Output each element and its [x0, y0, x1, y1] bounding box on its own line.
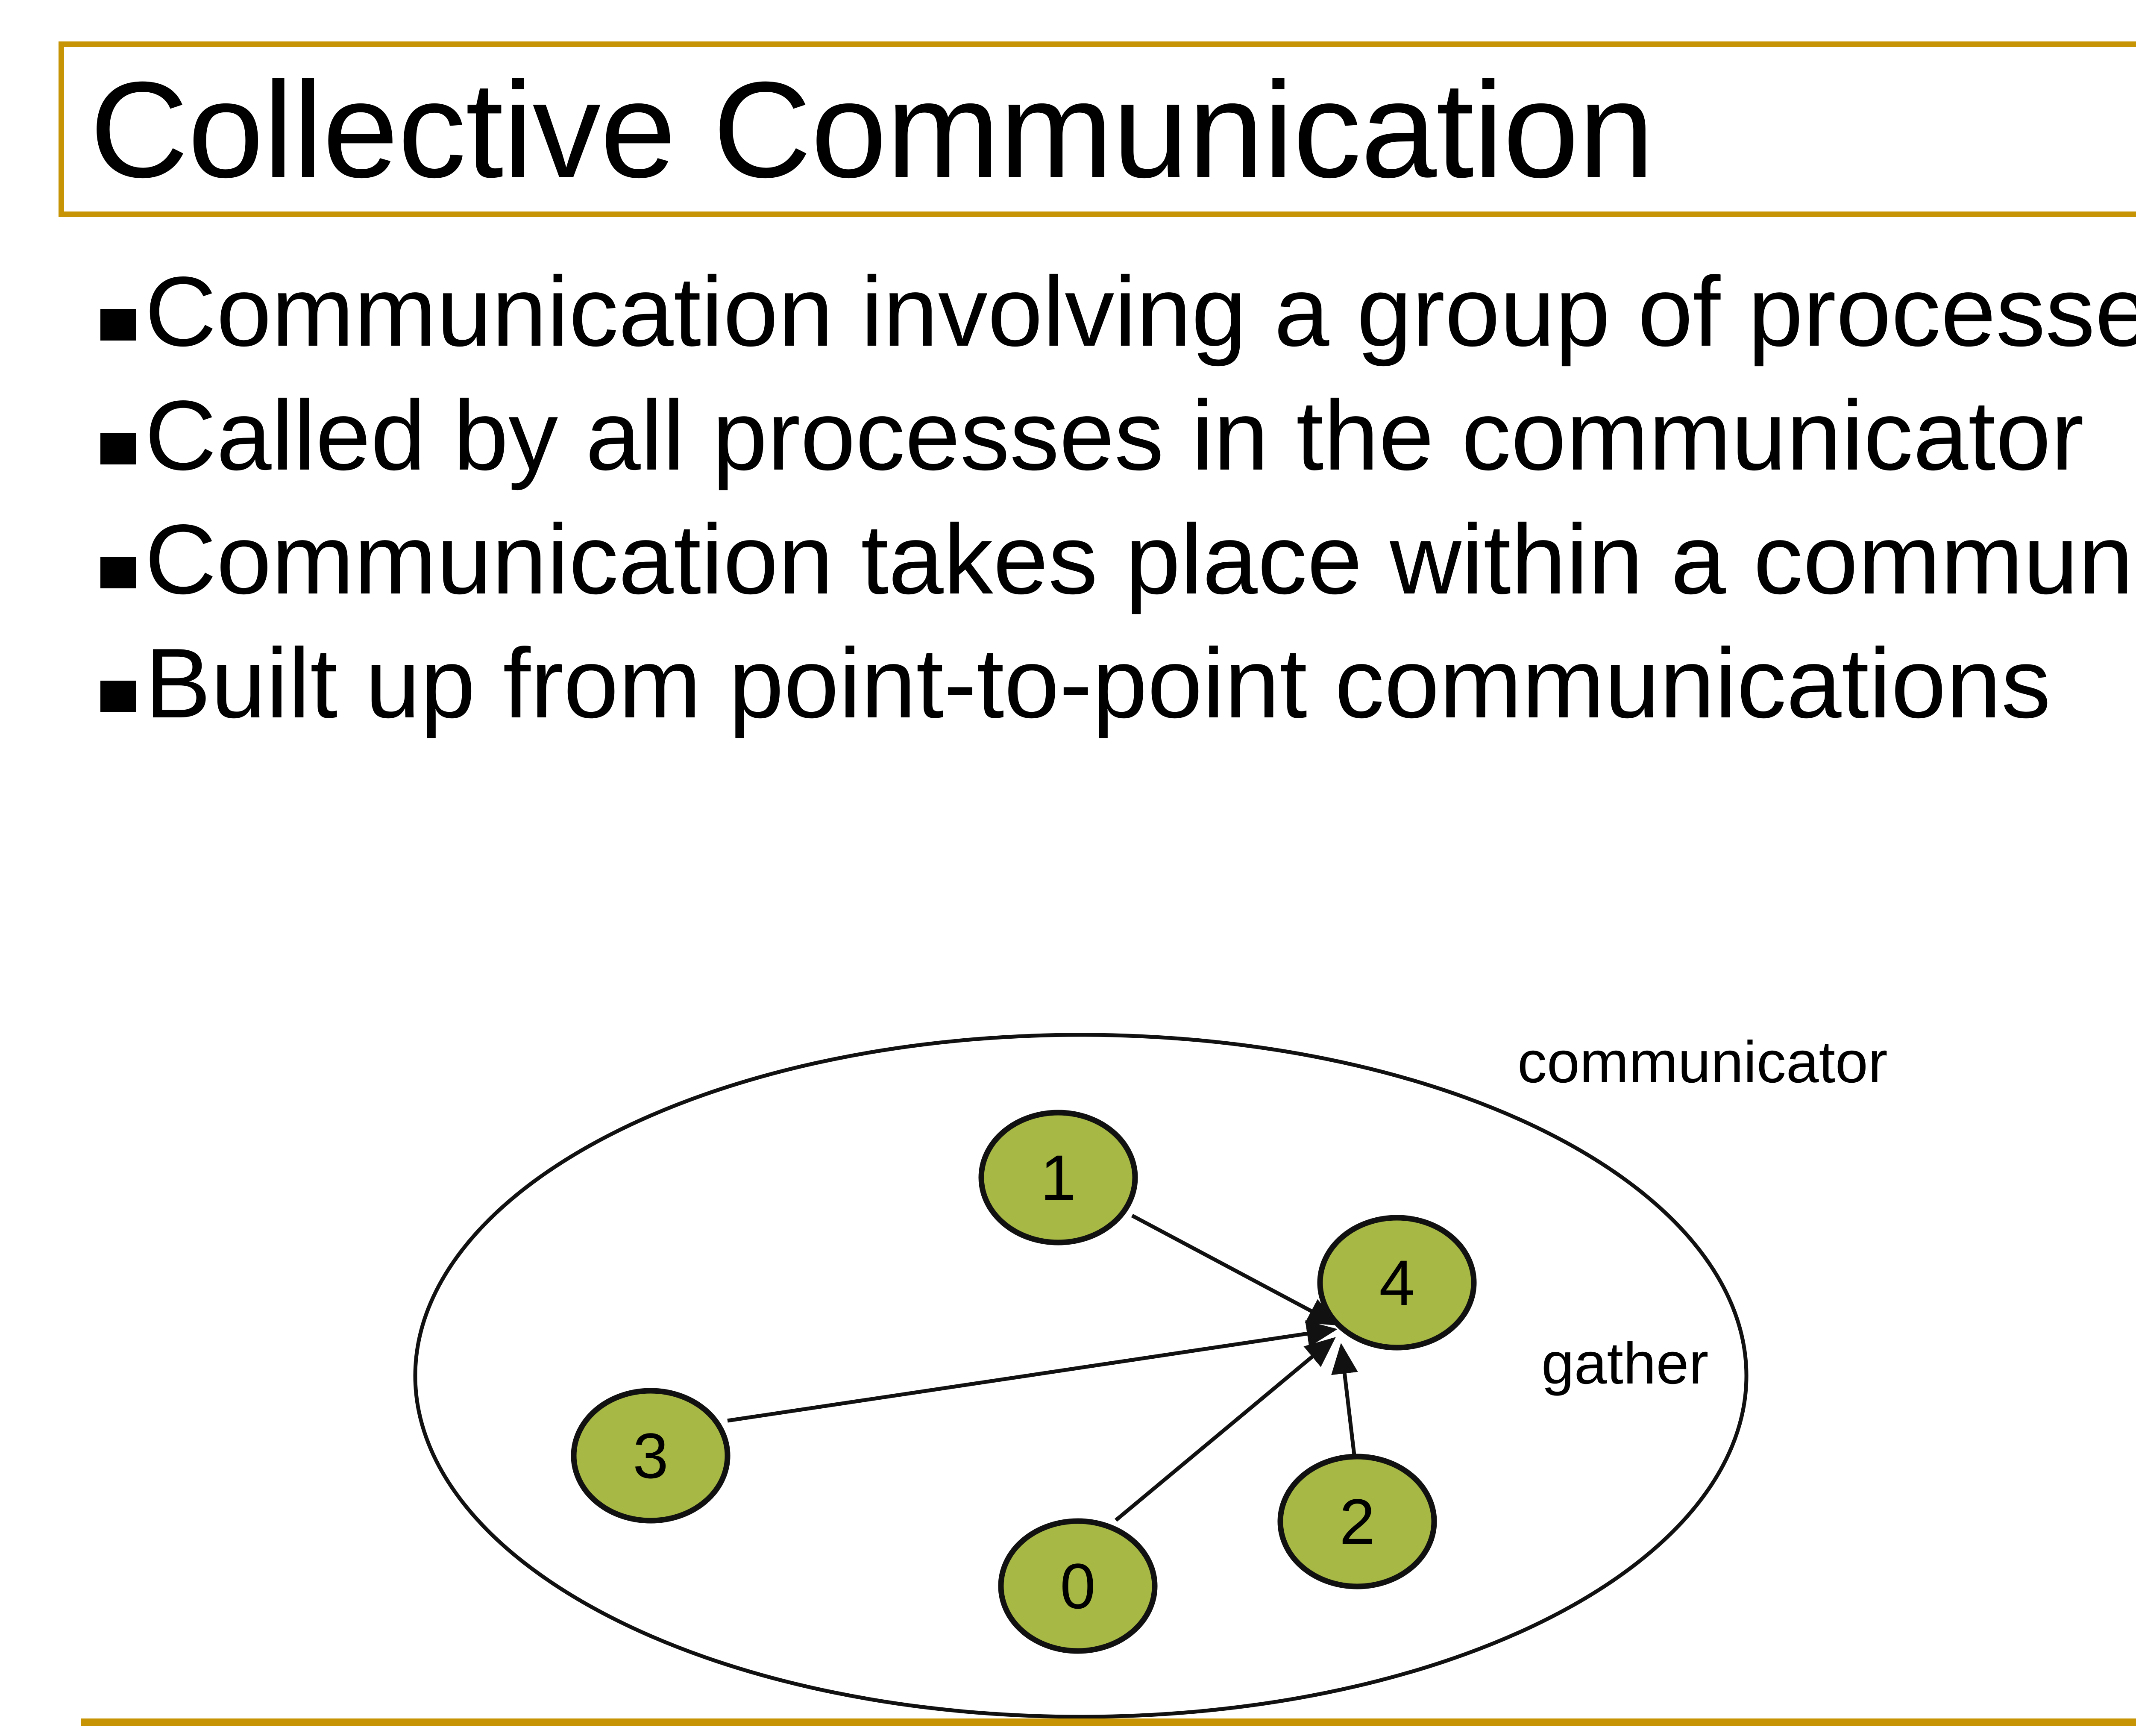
- bullet-list: Communication involving a group of proce…: [100, 250, 2136, 746]
- bullet-square-icon: [100, 681, 136, 713]
- gather-label: gather: [1541, 1331, 1708, 1396]
- process-node-2: [1277, 1454, 1437, 1589]
- arrow-2-to-4: [1331, 1343, 1358, 1455]
- process-node-4-label: 4: [1379, 1247, 1414, 1319]
- process-node-1: [978, 1110, 1138, 1245]
- process-node-1-label: 1: [1040, 1142, 1076, 1213]
- bullet-square-icon: [100, 309, 136, 341]
- process-node-0: [998, 1518, 1158, 1654]
- arrow-1-to-4: [1131, 1214, 1338, 1326]
- page-title: Collective Communication: [90, 53, 1654, 206]
- bullet-item: Communication involving a group of proce…: [100, 250, 2136, 374]
- title-box: Collective Communication: [59, 41, 2136, 217]
- communicator-ellipse: [413, 1033, 1749, 1719]
- process-node-2-label: 2: [1339, 1486, 1375, 1557]
- bullet-item: Communication takes place within a commu…: [100, 498, 2136, 622]
- process-node-3-label: 3: [633, 1420, 668, 1492]
- bullet-square-icon: [100, 433, 136, 465]
- arrow-3-to-4: [727, 1320, 1338, 1423]
- gather-diagram: 1 4 3 0 2 communicator gather: [413, 1029, 1888, 1719]
- bullet-text: Called by all processes in the communica…: [145, 380, 2084, 491]
- bullet-square-icon: [100, 557, 136, 589]
- bullet-text: Built up from point-to-point communicati…: [145, 628, 2051, 739]
- bullet-text: Communication takes place within a commu…: [145, 504, 2136, 615]
- arrow-0-to-4: [1115, 1337, 1336, 1522]
- bullet-item: Built up from point-to-point communicati…: [100, 622, 2136, 746]
- process-node-3: [571, 1388, 731, 1524]
- process-node-0-label: 0: [1060, 1550, 1095, 1622]
- bullet-text: Communication involving a group of proce…: [145, 256, 2136, 367]
- bullet-item: Called by all processes in the communica…: [100, 374, 2136, 498]
- bottom-accent-line: [81, 1718, 2136, 1726]
- process-node-4: [1317, 1215, 1477, 1351]
- communicator-label: communicator: [1517, 1029, 1888, 1095]
